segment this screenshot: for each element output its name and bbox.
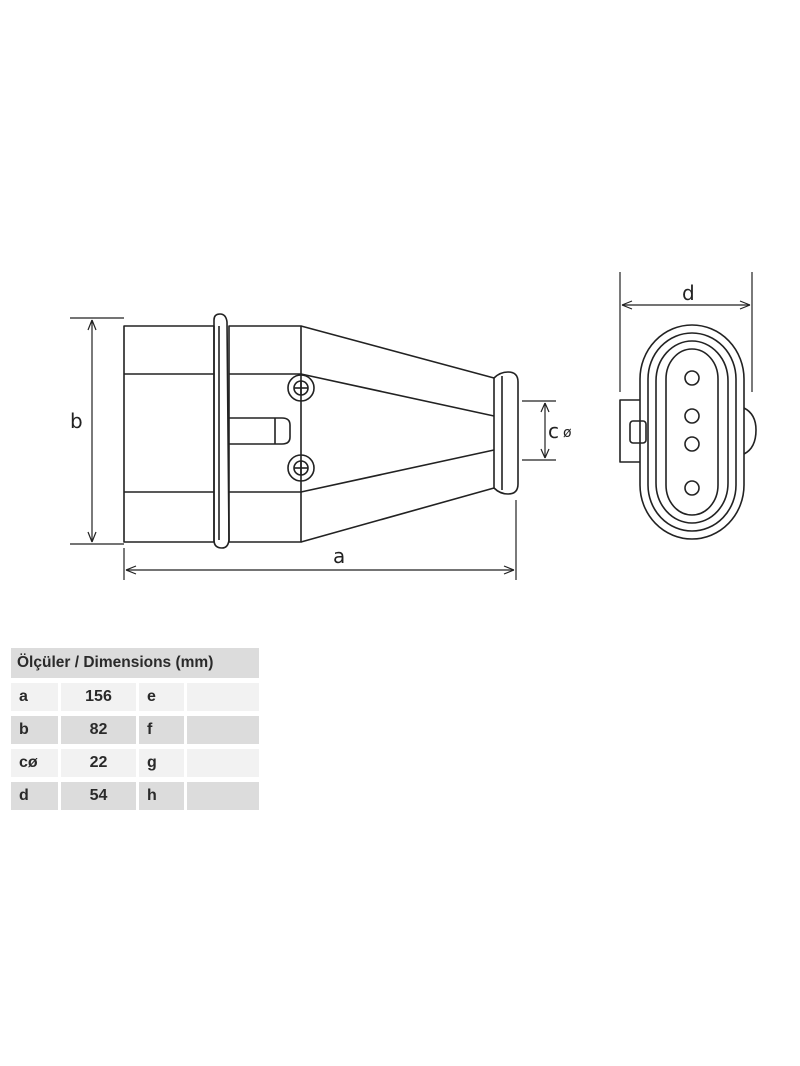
table-row: d 54 h bbox=[11, 782, 259, 810]
key-cell: h bbox=[139, 782, 184, 810]
contact-pins bbox=[684, 370, 700, 496]
key-cell: b bbox=[11, 716, 58, 744]
value-cell: 156 bbox=[61, 683, 136, 711]
flange-ring bbox=[213, 313, 230, 549]
value-cell bbox=[187, 716, 259, 744]
screw-bottom bbox=[287, 454, 315, 482]
side-latch bbox=[619, 399, 640, 463]
mid-body bbox=[228, 325, 302, 543]
value-cell bbox=[187, 749, 259, 777]
dimension-lines bbox=[70, 272, 753, 580]
table-row: a 156 e bbox=[11, 683, 259, 711]
table-row: b 82 f bbox=[11, 716, 259, 744]
connector-technical-drawing: b a c ø d bbox=[70, 272, 757, 580]
side-view bbox=[123, 313, 519, 549]
latch-tab bbox=[229, 417, 291, 445]
key-cell: d bbox=[11, 782, 58, 810]
key-cell: cø bbox=[11, 749, 58, 777]
key-cell: a bbox=[11, 683, 58, 711]
dimension-label-b: b bbox=[70, 409, 83, 433]
dimension-label-a: a bbox=[333, 544, 345, 568]
dimensions-table: Ölçüler / Dimensions (mm) a 156 e b 82 f… bbox=[11, 648, 259, 810]
cable-collar bbox=[493, 371, 519, 495]
table-title: Ölçüler / Dimensions (mm) bbox=[11, 648, 259, 678]
value-cell: 82 bbox=[61, 716, 136, 744]
socket-body bbox=[123, 325, 215, 543]
value-cell: 22 bbox=[61, 749, 136, 777]
value-cell bbox=[187, 683, 259, 711]
key-cell: g bbox=[139, 749, 184, 777]
diameter-symbol: ø bbox=[563, 425, 572, 441]
table-body: a 156 e b 82 f cø 22 g d 54 h bbox=[11, 683, 259, 810]
table-row: cø 22 g bbox=[11, 749, 259, 777]
front-view bbox=[619, 324, 757, 540]
value-cell: 54 bbox=[61, 782, 136, 810]
key-cell: e bbox=[139, 683, 184, 711]
tapered-sleeve bbox=[300, 325, 495, 543]
dimension-label-c: c bbox=[548, 419, 559, 443]
outer-housing bbox=[639, 324, 745, 540]
dimension-label-d: d bbox=[682, 281, 695, 305]
value-cell bbox=[187, 782, 259, 810]
screw-top bbox=[287, 374, 315, 402]
key-cell: f bbox=[139, 716, 184, 744]
